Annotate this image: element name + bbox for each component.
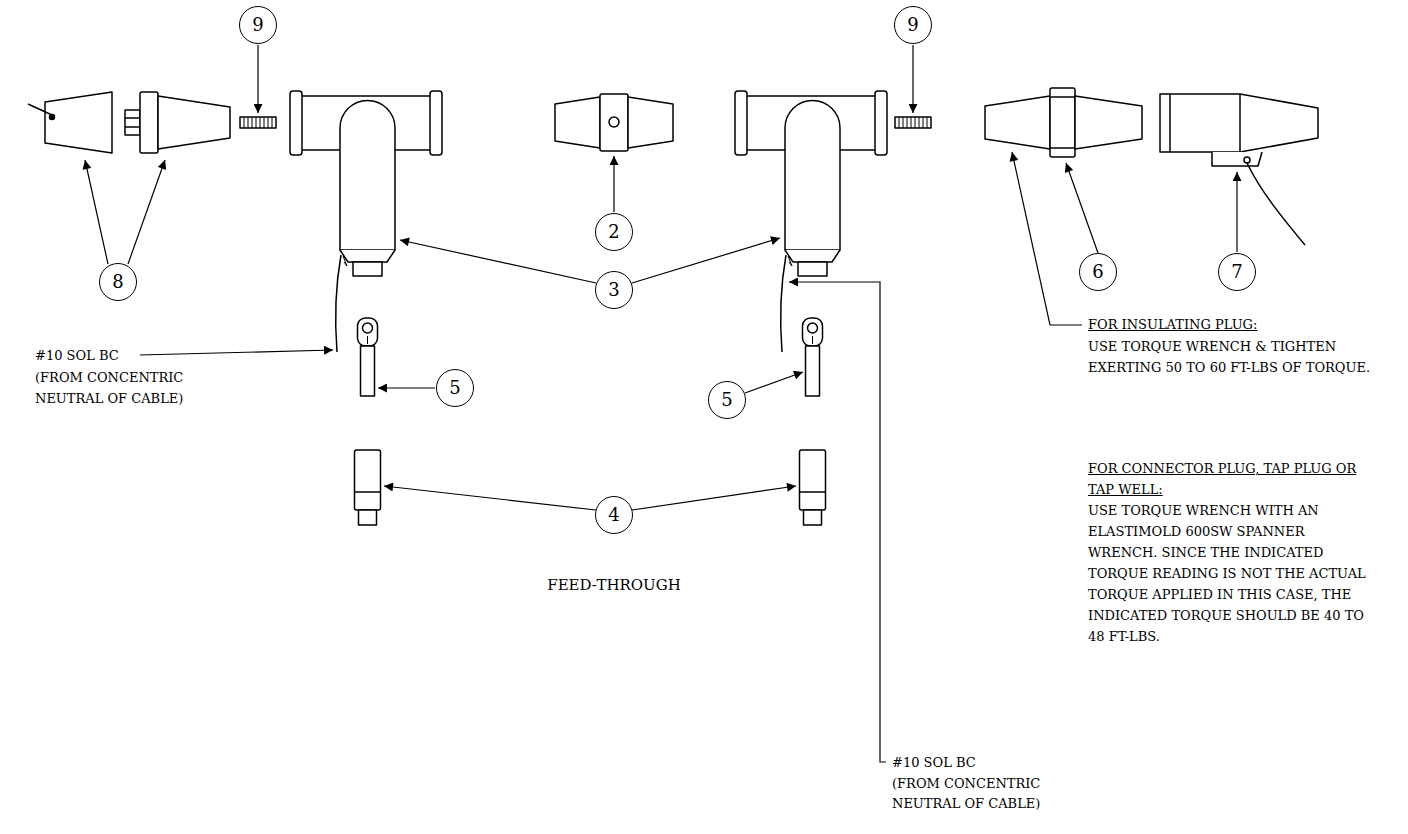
- callout-number: 9: [907, 16, 918, 34]
- leader-line: [1012, 152, 1082, 325]
- leader-line: [745, 372, 803, 393]
- callout-number: 4: [608, 506, 619, 524]
- leader-line: [632, 486, 796, 510]
- leader-line: [613, 156, 614, 212]
- callout-circle: 9: [239, 6, 277, 44]
- leader-line: [140, 350, 333, 355]
- note-heading: FOR INSULATING PLUG:: [1088, 314, 1257, 335]
- leader-line: [1236, 172, 1237, 252]
- note-text: USE TORQUE WRENCH WITH AN ELASTIMOLD 600…: [1088, 500, 1378, 647]
- leader-line: [400, 240, 596, 283]
- callout-circle: 2: [595, 213, 633, 251]
- callout-number: 2: [608, 223, 619, 241]
- leader-line: [128, 160, 165, 264]
- leader-line: [789, 282, 886, 762]
- leader-line: [912, 45, 913, 113]
- note-heading: FOR CONNECTOR PLUG, TAP PLUG OR TAP WELL…: [1088, 458, 1378, 500]
- t-body-assembly: [735, 91, 887, 525]
- note-text: (FROM CONCENTRIC NEUTRAL OF CABLE): [35, 367, 210, 409]
- callout-number: 8: [112, 273, 123, 291]
- feed-through-plug: [555, 94, 673, 151]
- callout-number: 3: [608, 281, 619, 299]
- note-text: #10 SOL BC: [35, 345, 119, 366]
- callout-circle: 8: [99, 263, 137, 301]
- leader-line: [1066, 163, 1098, 253]
- note-text: (FROM CONCENTRIC NEUTRAL OF CABLE): [892, 774, 1067, 814]
- note-text: USE TORQUE WRENCH & TIGHTEN EXERTING 50 …: [1088, 336, 1378, 378]
- callout-number: 9: [252, 16, 263, 34]
- elbow-connector: [1160, 94, 1318, 245]
- leader-line: [378, 387, 435, 388]
- leader-line: [384, 486, 596, 510]
- callout-number: 5: [721, 391, 732, 409]
- callout-number: 5: [449, 379, 460, 397]
- threaded-stud: [240, 117, 276, 128]
- leader-line: [85, 160, 108, 264]
- callout-circle: 9: [894, 6, 932, 44]
- callout-circle: 5: [708, 381, 746, 419]
- callout-circle: 5: [436, 369, 474, 407]
- callout-number: 6: [1092, 263, 1103, 281]
- note-text: FEED-THROUGH: [547, 575, 681, 596]
- connector-plug: [985, 88, 1142, 157]
- t-body-assembly: [290, 91, 442, 525]
- callout-circle: 7: [1218, 253, 1256, 291]
- insulating-plug: [125, 92, 230, 153]
- callout-number: 7: [1231, 263, 1242, 281]
- leader-line: [632, 238, 780, 283]
- callout-circle: 6: [1079, 253, 1117, 291]
- protective-cap: [28, 92, 112, 153]
- callout-circle: 3: [595, 271, 633, 309]
- callout-circle: 4: [595, 496, 633, 534]
- threaded-stud: [895, 117, 931, 128]
- leader-line: [257, 45, 258, 113]
- note-text: #10 SOL BC: [892, 752, 976, 773]
